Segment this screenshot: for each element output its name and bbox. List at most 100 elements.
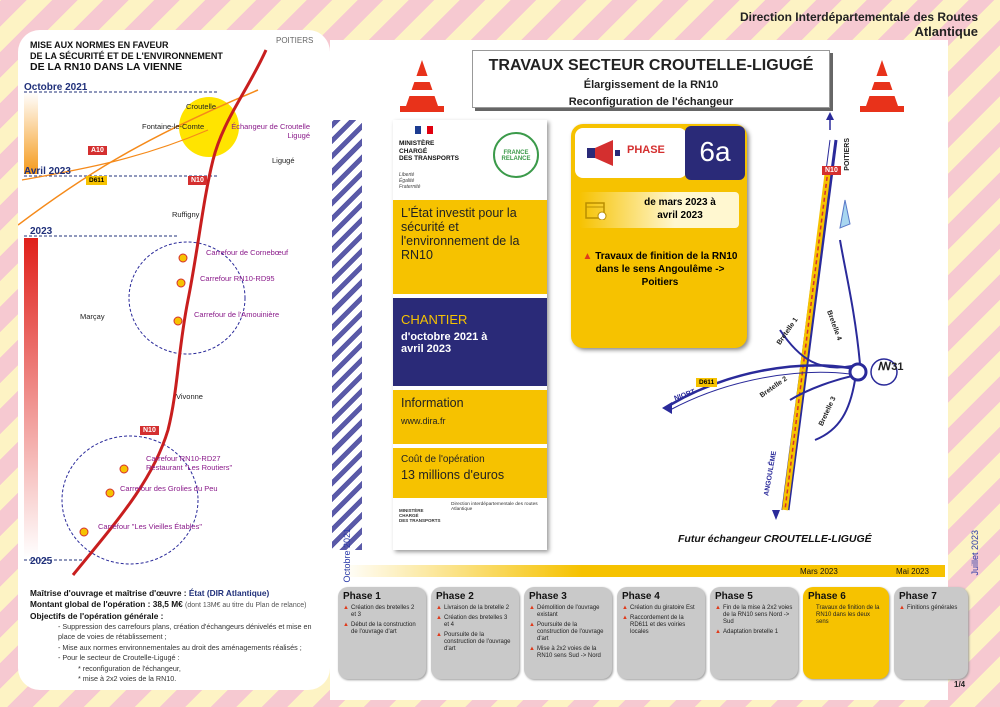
phase-4-item-1: Création du giratoire Est	[622, 605, 700, 612]
footer-ministry-1: MINISTÈRE	[399, 508, 424, 513]
phase-4-item-2: Raccordement de la RD611 et des voiries …	[622, 615, 700, 636]
invest-box: L'État investit pour la sécurité et l'en…	[393, 200, 547, 294]
ministry-logo: MINISTÈRE CHARGÉ DES TRANSPORTS	[399, 140, 459, 163]
phase-1-title: Phase 1	[343, 591, 381, 602]
exit-icon: ꟿ	[878, 361, 892, 373]
owner-label: Maîtrise d'ouvrage et maîtrise d'œuvre :	[30, 588, 189, 598]
shield-d611: D611	[86, 176, 108, 185]
header-line1: Direction Interdépartementale des Routes	[739, 10, 978, 24]
period-bar-1	[24, 92, 38, 174]
timeline-end: Juillet 2023	[970, 530, 980, 576]
crossing-label-1: Échangeur de Croutelle Ligugé	[231, 122, 310, 140]
phase-work-text: Travaux de finition de la RN10 dans le s…	[595, 251, 738, 288]
zone-3	[61, 435, 199, 565]
phase-3-item-3: Mise à 2x2 voies de la RN10 sens Sud -> …	[529, 646, 607, 660]
period-bar-2	[24, 238, 38, 558]
info-column: MINISTÈRE CHARGÉ DES TRANSPORTS Liberté …	[393, 120, 547, 550]
phase-1: Phase 1 Création des bretelles 2 et 3 Dé…	[338, 587, 426, 679]
phase-7-title: Phase 7	[899, 591, 937, 602]
amount-note: (dont 13M€ au titre du Plan de relance)	[185, 601, 307, 609]
phase-6-item-1: Travaux de finition de la RN10 dans les …	[816, 605, 880, 625]
subobjective-1: * reconfiguration de l'échangeur,	[78, 663, 181, 673]
subobjective-2: * mise à 2x2 voies de la RN10.	[78, 674, 177, 683]
phase-2-title: Phase 2	[436, 591, 474, 602]
interchange-caption: Futur échangeur CROUTELLE-LIGUGÉ	[678, 533, 872, 545]
phase-6: Phase 6 Travaux de finition de la RN10 d…	[803, 587, 889, 679]
ministry-3: DES TRANSPORTS	[399, 155, 459, 162]
motto-3: Fraternité	[399, 184, 421, 190]
left-title-3: DE LA RN10 DANS LA VIENNE	[30, 61, 183, 73]
objective-1: - Suppression des carrefours plans, créa…	[58, 621, 312, 642]
phase-4: Phase 4 Création du giratoire Est Raccor…	[617, 587, 705, 679]
city-logo: POITIERS	[276, 36, 314, 45]
left-footer: Maîtrise d'ouvrage et maîtrise d'œuvre :…	[30, 588, 320, 685]
footer-ministry-logo: MINISTÈRE CHARGÉ DES TRANSPORTS	[399, 508, 441, 523]
crossing-label-3: Carrefour RN10-RD95	[200, 274, 275, 283]
town-ruffigny: Ruffigny	[172, 210, 200, 219]
main-title: TRAVAUX SECTEUR CROUTELLE-LIGUGÉ	[488, 57, 814, 74]
motto-1: Liberté	[399, 172, 415, 178]
crossing-2	[176, 278, 186, 288]
phase-1-item-2: Début de la construction de l'ouvrage d'…	[343, 622, 421, 636]
subtitle-2: Reconfiguration de l'échangeur	[568, 96, 734, 108]
phase-number: 6a	[685, 126, 745, 180]
croutelle-highlight	[179, 97, 239, 157]
timeline-bar	[340, 565, 945, 577]
phase-3-item-1: Démolition de l'ouvrage existant	[529, 605, 607, 619]
shield-n10-bottom: N10	[140, 426, 159, 435]
crossing-label-4: Carrefour de l'Amouinière	[194, 310, 280, 319]
phase-5-title: Phase 5	[715, 591, 753, 602]
phase-2: Phase 2 Livraison de la bretelle 2 Créat…	[431, 587, 519, 679]
crossing-5	[105, 488, 115, 498]
footer-ministry-2: CHARGÉ	[399, 513, 419, 518]
motto-2: Égalité	[399, 178, 415, 184]
title-box: TRAVAUX SECTEUR CROUTELLE-LIGUGÉ Élargis…	[472, 50, 830, 108]
shield-n10-top: N10	[188, 176, 207, 185]
header: Direction Interdépartementale des Routes…	[740, 10, 978, 39]
cost-box: Coût de l'opération 13 millions d'euros	[393, 448, 547, 498]
traffic-cone-right-icon	[860, 60, 904, 112]
french-flag-icon	[415, 126, 433, 134]
phase-label: PHASE	[627, 144, 665, 156]
shield-a10: A10	[88, 146, 107, 155]
road-n10	[71, 49, 268, 576]
amount-value: 38,5 M€	[152, 598, 183, 609]
objective-3: - Pour le secteur de Croutelle-Ligugé :	[58, 653, 180, 662]
interchange-diagram	[662, 112, 898, 520]
roundabout	[848, 362, 868, 382]
phase-dates: de mars 2023 à avril 2023	[579, 192, 739, 228]
chantier-label: CHANTIER	[401, 312, 468, 327]
left-title-2: DE LA SÉCURITÉ ET DE L'ENVIRONNEMENT	[30, 51, 223, 61]
chantier-dates: d'octobre 2021 à avril 2023	[401, 331, 488, 355]
motto: Liberté Égalité Fraternité	[399, 172, 420, 190]
hatched-band	[332, 120, 362, 550]
left-title-1: MISE AUX NORMES EN FAVEUR	[30, 40, 169, 50]
road-d611	[21, 129, 209, 181]
date-oct2021: Octobre 2021	[24, 82, 88, 93]
town-vivonne: Vivonne	[176, 392, 203, 401]
exit-number-text: 31	[891, 361, 904, 373]
phase-4-title: Phase 4	[622, 591, 660, 602]
subtitle-1: Élargissement de la RN10	[583, 79, 719, 91]
phase-7-item-1: Finitions générales	[899, 605, 963, 612]
ministry-2: CHARGÉ	[399, 147, 428, 155]
cost-value: 13 millions d'euros	[401, 468, 505, 482]
town-liguge: Ligugé	[272, 156, 295, 165]
france-relance-logo: FRANCE RELANCE	[493, 132, 539, 178]
poitiers-label: POITIERS	[844, 138, 851, 171]
info-url[interactable]: www.dira.fr	[401, 416, 446, 426]
crossing-label-7: Carrefour "Les Vieilles Étables"	[98, 522, 202, 531]
timeline-start: Octobre 2021	[342, 528, 352, 583]
left-title: MISE AUX NORMES EN FAVEUR DE LA SÉCURITÉ…	[30, 40, 223, 73]
phase-5-item-2: Adaptation bretelle 1	[715, 629, 793, 636]
footer-dir-logo: Direction interdépartementale des routes…	[451, 502, 538, 512]
phase-dates-text: de mars 2023 à avril 2023	[644, 197, 716, 221]
phase-label-box	[575, 128, 687, 178]
phase-7: Phase 7 Finitions générales	[894, 587, 968, 679]
crossing-6	[79, 527, 89, 537]
interchange-n10: N10	[822, 166, 841, 175]
phase-2-item-1: Livraison de la bretelle 2	[436, 605, 514, 612]
owner-value: État (DIR Atlantique)	[188, 588, 270, 598]
phase-3: Phase 3 Démolition de l'ouvrage existant…	[524, 587, 612, 679]
objective-2: - Mise aux normes environnementales au d…	[58, 642, 302, 652]
